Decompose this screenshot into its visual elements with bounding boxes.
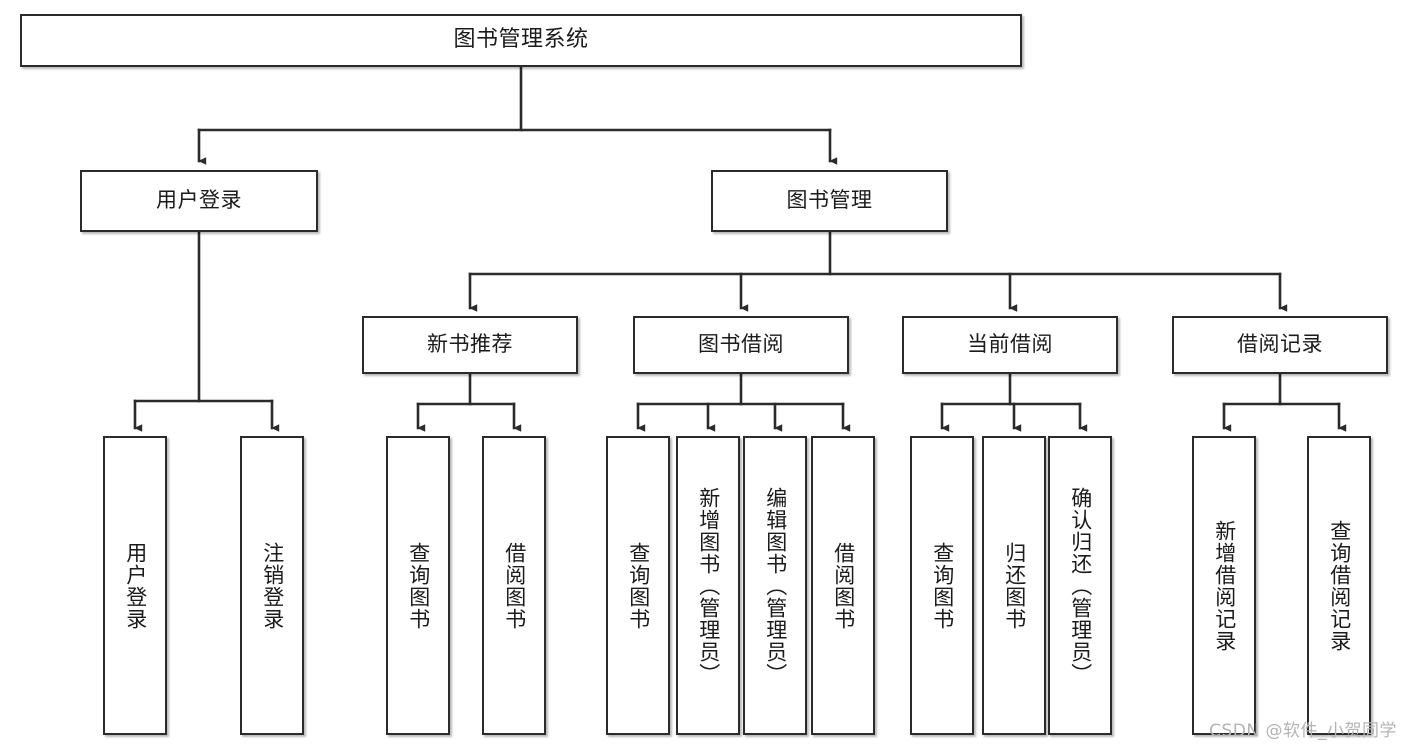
node-label: 新书推荐 xyxy=(427,332,513,357)
node-label: 新增借阅记录 xyxy=(1212,519,1237,652)
node-current-borrow[interactable]: 当前借阅 xyxy=(902,316,1118,374)
node-new-book-rec[interactable]: 新书推荐 xyxy=(362,316,578,374)
node-leaf-borrow-book-1[interactable]: 借阅图书 xyxy=(482,436,546,735)
node-leaf-return-book[interactable]: 归还图书 xyxy=(982,436,1046,735)
node-label: 借阅图书 xyxy=(502,541,527,630)
node-label: 借阅记录 xyxy=(1237,332,1323,357)
node-label: 用户登录 xyxy=(156,188,242,213)
node-label: 查询图书 xyxy=(626,541,651,630)
node-user-login[interactable]: 用户登录 xyxy=(80,170,318,232)
node-label: 图书借阅 xyxy=(698,332,784,357)
node-leaf-add-record[interactable]: 新增借阅记录 xyxy=(1192,436,1256,735)
node-leaf-query-book-1[interactable]: 查询图书 xyxy=(386,436,450,735)
node-borrow-record[interactable]: 借阅记录 xyxy=(1172,316,1388,374)
node-label: 编辑图书（管理员） xyxy=(763,486,788,685)
node-book-manage[interactable]: 图书管理 xyxy=(711,170,948,232)
node-label: 查询图书 xyxy=(930,541,955,630)
node-label: 图书管理 xyxy=(786,188,873,213)
node-leaf-borrow-book-2[interactable]: 借阅图书 xyxy=(811,436,875,735)
node-leaf-add-book[interactable]: 新增图书（管理员） xyxy=(676,436,740,735)
node-label: 查询借阅记录 xyxy=(1327,519,1352,652)
node-leaf-edit-book[interactable]: 编辑图书（管理员） xyxy=(743,436,807,735)
node-label: 用户登录 xyxy=(123,541,148,630)
node-label: 注销登录 xyxy=(260,541,285,630)
node-root-system[interactable]: 图书管理系统 xyxy=(20,14,1022,67)
csdn-watermark: CSDN @软件_小贺同学 xyxy=(1209,721,1397,741)
node-leaf-query-book-2[interactable]: 查询图书 xyxy=(606,436,670,735)
node-leaf-confirm-return[interactable]: 确认归还（管理员） xyxy=(1048,436,1112,735)
node-label: 新增图书（管理员） xyxy=(696,486,721,685)
node-label: 当前借阅 xyxy=(967,332,1053,357)
node-label: 图书管理系统 xyxy=(453,27,589,53)
node-book-borrow[interactable]: 图书借阅 xyxy=(633,316,849,374)
node-label: 归还图书 xyxy=(1002,541,1027,630)
node-leaf-user-logout[interactable]: 注销登录 xyxy=(240,436,304,735)
node-label: 查询图书 xyxy=(406,541,431,630)
node-label: 借阅图书 xyxy=(831,541,856,630)
node-leaf-query-book-3[interactable]: 查询图书 xyxy=(910,436,974,735)
node-leaf-query-record[interactable]: 查询借阅记录 xyxy=(1307,436,1371,735)
node-label: 确认归还（管理员） xyxy=(1068,486,1093,685)
node-leaf-user-login[interactable]: 用户登录 xyxy=(103,436,167,735)
